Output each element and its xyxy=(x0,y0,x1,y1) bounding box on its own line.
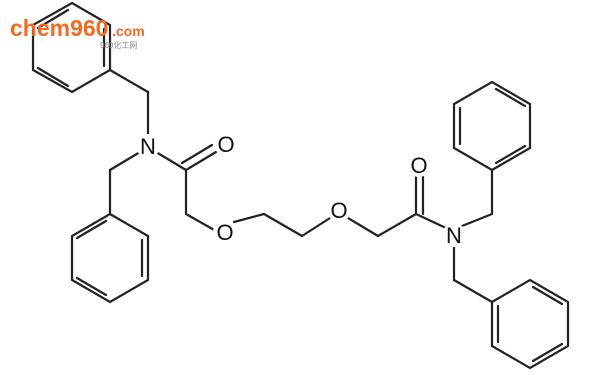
logo-domain-text: 960化工网 xyxy=(100,40,137,50)
atom-n1-label: N xyxy=(140,134,156,159)
bond-n1-carbonyl-left xyxy=(154,150,188,172)
bond-ether-right-ch2 xyxy=(346,216,380,238)
bond-ether-left-ch2 xyxy=(232,212,266,224)
atom-o-carbonyl-left: O xyxy=(214,132,238,157)
bond-n2-ch2-upper xyxy=(460,212,494,228)
atom-o-carbonyl-right: O xyxy=(407,153,431,178)
bond-carbonyl-oxygen-left-a xyxy=(184,150,218,172)
atom-o4-label: O xyxy=(410,153,427,178)
atom-o3-label: O xyxy=(330,198,347,223)
atom-n2: N xyxy=(442,223,466,248)
chem960-logo: chem960 .com 960化工网 xyxy=(10,15,145,50)
atom-o2-label: O xyxy=(216,220,233,245)
bond-carbonyl-oxygen-left-b xyxy=(180,143,214,165)
atom-o-ether-right: O xyxy=(327,198,351,223)
bond-n1-ch2-lower xyxy=(108,150,142,172)
logo-suffix: .com xyxy=(112,23,145,39)
bond-ch2-ring-lower-right xyxy=(452,278,494,304)
benzene-ring-lower-left xyxy=(70,212,150,304)
bond-ring-ch2-upper-left xyxy=(108,68,150,94)
atom-o1-label: O xyxy=(217,132,234,157)
bond-ch2-ether-left xyxy=(184,212,218,233)
atom-n1: N xyxy=(136,134,160,159)
atom-n2-label: N xyxy=(446,223,462,248)
logo-brand: chem960 xyxy=(10,15,108,41)
bond-carbonyl-n2 xyxy=(414,212,448,230)
bond-ch2-ether-right xyxy=(300,216,332,238)
bond-ch2-carbonyl-right xyxy=(376,212,418,238)
atom-o-ether-left: O xyxy=(213,220,237,245)
bond-ethylene xyxy=(262,212,304,238)
benzene-ring-upper-right xyxy=(452,80,532,172)
benzene-ring-lower-right xyxy=(490,278,570,370)
